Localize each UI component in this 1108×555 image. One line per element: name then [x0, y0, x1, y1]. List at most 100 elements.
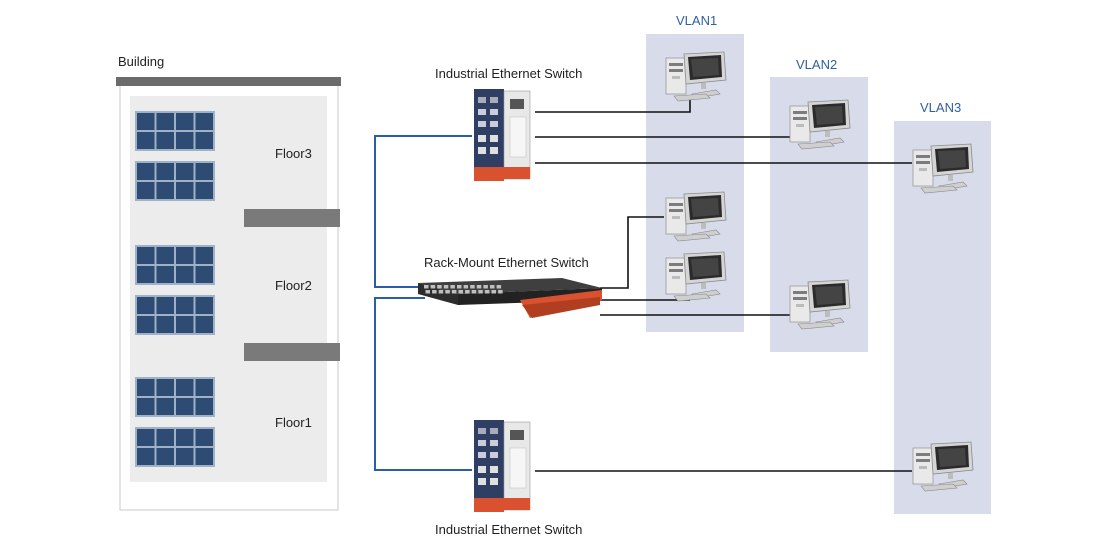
vlan3-label: VLAN3 [920, 100, 962, 115]
rack-port [478, 290, 483, 294]
vlan1-pc-2-icon [665, 191, 727, 242]
rack-port [496, 285, 502, 289]
rack-port [465, 290, 470, 294]
window-pane [176, 448, 194, 465]
rack-port [445, 290, 450, 294]
window-pane [195, 379, 213, 396]
window-pane [137, 163, 155, 180]
vlan2-pc-2-icon [789, 279, 851, 330]
window-pane [195, 132, 213, 149]
vlan3-pc-1-icon [912, 143, 974, 194]
window-pane [156, 379, 174, 396]
window-pane [156, 113, 174, 130]
window-pane [176, 297, 194, 314]
vlan3-pc-2-icon [912, 441, 974, 492]
vlan2-pc-1-icon [789, 99, 851, 150]
window-pane [195, 182, 213, 199]
window-pane [176, 113, 194, 130]
window-pane [176, 398, 194, 415]
rack-port [463, 285, 469, 289]
window-pane [195, 448, 213, 465]
building [116, 77, 341, 511]
window-pane [176, 316, 194, 333]
building-roof [116, 77, 341, 86]
window-pane [156, 247, 174, 264]
rack-port [484, 290, 490, 294]
rack-port [443, 285, 449, 289]
rack-port [432, 290, 437, 294]
window-pane [137, 266, 155, 283]
uplink-cables [374, 135, 472, 471]
window-pane [137, 379, 155, 396]
window-pane [156, 182, 174, 199]
window-pane [176, 247, 194, 264]
floor-divider-lower [244, 343, 340, 361]
window-pane [137, 182, 155, 199]
window-pane [137, 247, 155, 264]
link-rack-to-vlan1-pc2 [600, 216, 664, 289]
window-pane [176, 379, 194, 396]
window-pane [156, 398, 174, 415]
window-pane [195, 398, 213, 415]
window-pane [137, 429, 155, 446]
window-pane [176, 429, 194, 446]
rack-port [470, 285, 475, 289]
industrial-switch-bottom-icon [473, 419, 531, 513]
floor3-label: Floor3 [275, 146, 312, 161]
rack-port [483, 285, 488, 289]
window-pane [156, 316, 174, 333]
window-pane [195, 429, 213, 446]
uplink-top-to-rack [374, 135, 472, 288]
rack-port [424, 285, 429, 289]
vlan2-label: VLAN2 [796, 57, 838, 72]
building-interior [130, 96, 327, 482]
vlan1-label: VLAN1 [676, 13, 718, 28]
industrial-switch-top-icon [473, 88, 531, 182]
window-pane [176, 132, 194, 149]
industrial-switch-top-label: Industrial Ethernet Switch [435, 66, 583, 81]
floor-divider-upper [244, 209, 340, 227]
window-pane [156, 448, 174, 465]
window-pane [176, 163, 194, 180]
building-label: Building [118, 54, 165, 69]
rack-port [458, 290, 463, 294]
vlan1-pc-1-icon [665, 51, 727, 102]
rack-port [451, 290, 457, 294]
window-pane [156, 297, 174, 314]
link-top-to-vlan1-pc1 [535, 97, 691, 113]
rack-port [425, 290, 430, 294]
vlan1-pc-3-icon [665, 251, 727, 302]
uplink-rack-to-bottom [374, 297, 472, 471]
pc-cables [535, 97, 912, 472]
window-pane [195, 297, 213, 314]
industrial-switch-bottom-label: Industrial Ethernet Switch [435, 522, 583, 537]
window-pane [156, 429, 174, 446]
window-pane [137, 398, 155, 415]
floor1-label: Floor1 [275, 415, 312, 430]
window-pane [195, 163, 213, 180]
window-pane [137, 316, 155, 333]
rack-switch-ports [424, 285, 503, 294]
rack-port [471, 290, 477, 294]
rack-port [457, 285, 462, 289]
window-pane [156, 163, 174, 180]
rack-port [437, 285, 442, 289]
window-pane [176, 266, 194, 283]
floor2-label: Floor2 [275, 278, 312, 293]
window-pane [137, 132, 155, 149]
rack-port [490, 285, 495, 289]
window-pane [156, 266, 174, 283]
rack-mount-switch-icon [418, 278, 602, 318]
window-pane [195, 247, 213, 264]
window-pane [176, 182, 194, 199]
rack-mount-switch-label: Rack-Mount Ethernet Switch [424, 255, 589, 270]
window-pane [195, 316, 213, 333]
rack-port [438, 290, 444, 294]
window-pane [195, 266, 213, 283]
rack-port [450, 285, 455, 289]
window-pane [156, 132, 174, 149]
rack-port [491, 290, 496, 294]
building-windows [135, 111, 215, 467]
